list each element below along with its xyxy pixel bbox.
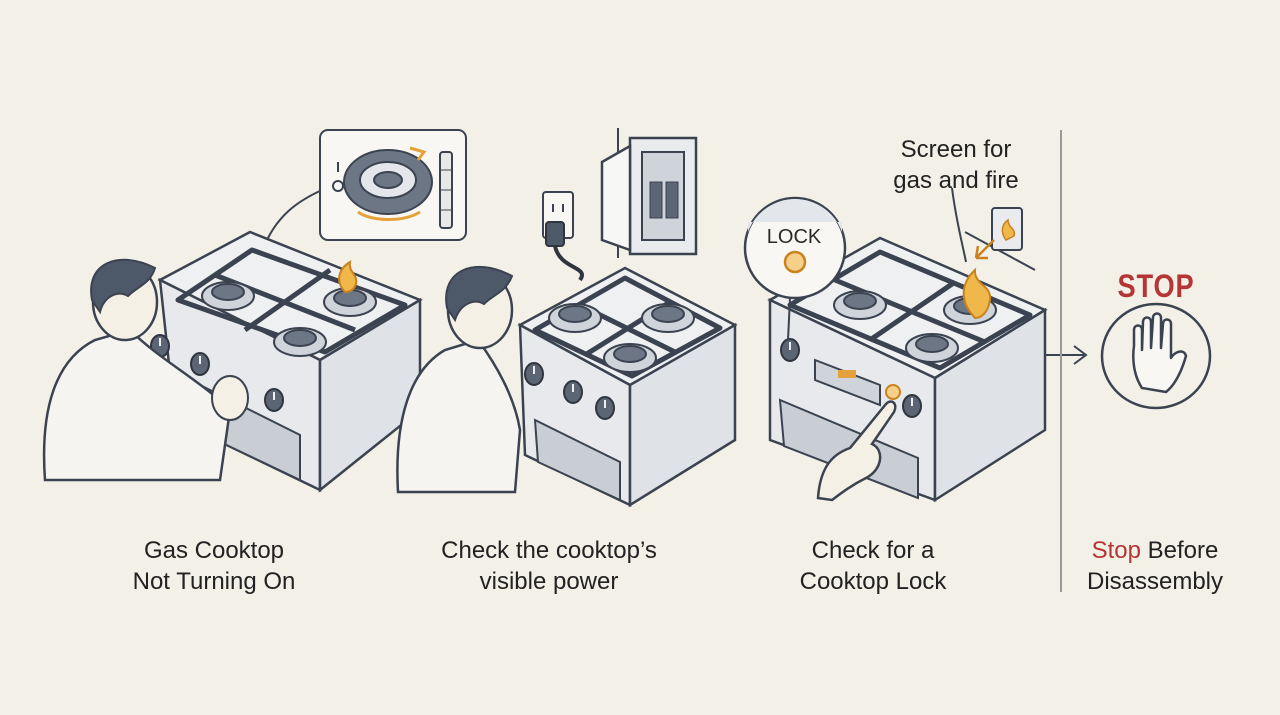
gas-fire-callout: Screen for gas and fire xyxy=(856,134,1056,196)
caption-panel-1: Gas Cooktop Not Turning On xyxy=(84,535,344,597)
caption-panel-2-line-1: Check the cooktop’s xyxy=(441,537,657,564)
caption-panel-1-line-1: Gas Cooktop xyxy=(143,537,285,564)
caption-panel-2: Check the cooktop’s visible power xyxy=(419,535,679,597)
caption-panel-2-line-2: visible power xyxy=(479,568,619,595)
panel-3-illustration xyxy=(743,187,1048,503)
flame-icon xyxy=(951,187,1016,320)
stop-hand-icon xyxy=(1100,302,1212,410)
plug-icon xyxy=(545,221,584,282)
lock-label: LOCK xyxy=(766,226,822,248)
callout-line-2: gas and fire xyxy=(893,167,1019,194)
panel-2-illustration xyxy=(396,128,738,508)
caption-panel-3-line-1: Check for a xyxy=(811,537,935,564)
person-figure xyxy=(42,258,249,482)
caption-panel-3-line-2: Cooktop Lock xyxy=(799,568,947,595)
caption-panel-1-line-2: Not Turning On xyxy=(132,568,296,595)
burner-knob-icon xyxy=(780,338,922,418)
caption-panel-4-line-1: Stop Before xyxy=(1025,535,1280,566)
stove-icon xyxy=(767,236,1048,503)
caption-before-word: Before xyxy=(1140,537,1219,564)
panel-1-illustration xyxy=(42,129,467,493)
caption-stop-word: Stop xyxy=(1091,537,1141,564)
breaker-panel-icon xyxy=(600,136,698,256)
arrow-right-icon xyxy=(1046,345,1088,365)
caption-panel-3: Check for a Cooktop Lock xyxy=(743,535,1003,597)
lock-indicator-icon xyxy=(743,196,847,341)
burner-zoom-bubble xyxy=(261,129,467,253)
caption-panel-4-line-2: Disassembly xyxy=(1086,568,1224,595)
panel-divider xyxy=(1060,130,1062,592)
person-figure xyxy=(396,266,522,494)
caption-panel-4: Stop Before Disassembly xyxy=(1025,535,1280,597)
callout-line-1: Screen for xyxy=(900,136,1012,163)
stove-icon xyxy=(517,266,738,508)
pointing-hand-icon xyxy=(816,400,897,502)
stop-sign-text: STOP xyxy=(1117,268,1195,304)
flame-icon xyxy=(338,259,358,294)
